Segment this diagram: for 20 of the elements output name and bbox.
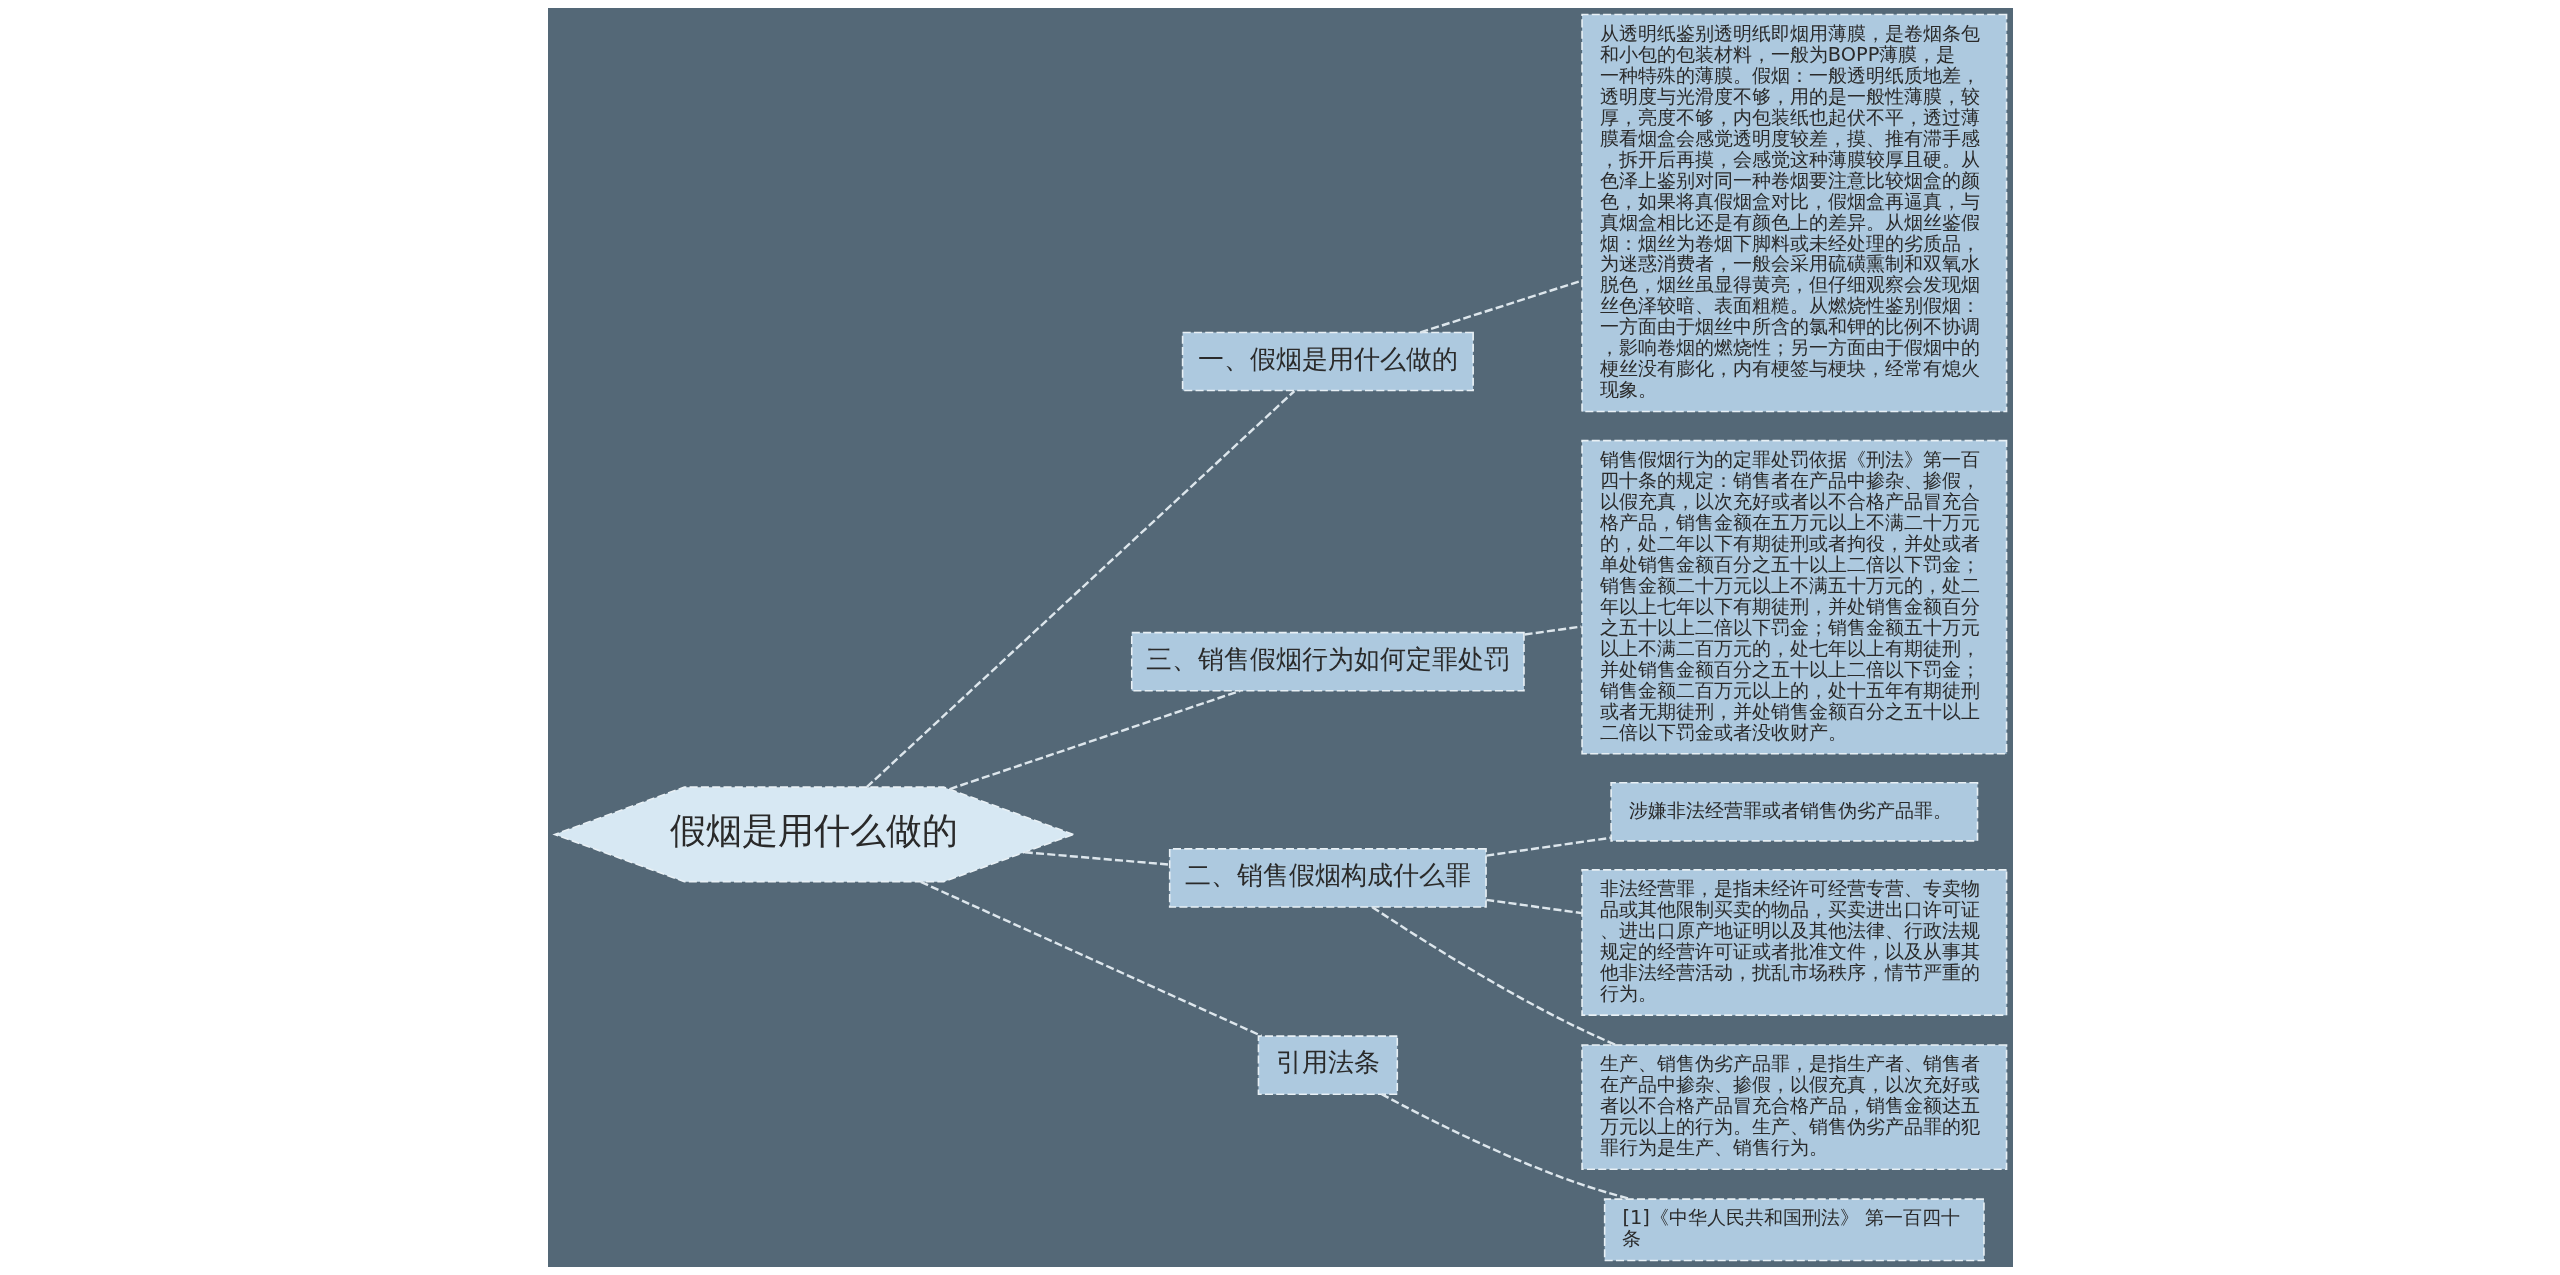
connector <box>1371 906 1616 1047</box>
node-box: 引用法条 <box>1257 1035 1398 1096</box>
node-box: 一、假烟是用什么做的 <box>1181 331 1474 392</box>
node-box: 非法经营罪，是指未经许可经营专营、专卖物品或其他限制买卖的物品，买卖进出口许可证、进出口原产地证明以及其他法律、行政法规规定的经营许可证或者批准文件，以及从事其他非法经营活动，扰乱市场秩序，情节严重的行为。 <box>1580 869 2007 1016</box>
connector <box>919 880 1262 1038</box>
connector <box>1380 1093 1631 1201</box>
node-box: 生产、销售伪劣产品罪，是指生产者、销售者在产品中掺杂、掺假，以假充真，以次充好或者以不合格产品冒充合格产品，销售金额达五万元以上的行为。生产、销售伪劣产品罪的犯罪行为是生产、销售行为。 <box>1580 1044 2007 1171</box>
connector <box>948 689 1241 791</box>
node-box: 从透明纸鉴别透明纸即烟用薄膜，是卷烟条包和小包的包装材料，一般为BOPP薄膜，是一种特殊的薄膜。假烟：一般透明纸质地差，透明度与光滑度不够，用的是一般性薄膜，较厚，亮度不够，内包装纸也起伏不平，透过薄膜看烟盒会感觉透明度较差，摸、推有滞手感，拆开后再摸，会感觉这种薄膜较厚且硬。从色泽上鉴别对同一种卷烟要注意比较烟盒的颜色，如果将真假烟盒对比，假烟盒再逼真，与真烟盒相比还是有颜色上的差异。从烟丝鉴假烟：烟丝为卷烟下脚料或未经处理的劣质品，为迷惑消费者，一般会采用硫磺熏制和双氧水脱色，烟丝虽显得黄亮，但仔细观察会发现烟丝色泽较暗、表面粗糙。从燃烧性鉴别假烟：一方面由于烟丝中所含的氯和钾的比例不协调，影响卷烟的燃烧性；另一方面由于假烟中的梗丝没有膨化，内有梗签与梗块，经常有熄火现象。 <box>1580 13 2007 413</box>
node-box: 二、销售假烟构成什么罪 <box>1168 848 1487 908</box>
connector <box>1024 851 1169 866</box>
connector <box>1485 836 1611 857</box>
connector <box>1485 898 1582 915</box>
node-box: 涉嫌非法经营罪或者销售伪劣产品罪。 <box>1609 781 1978 842</box>
connector <box>1523 625 1582 636</box>
node-box: 销售假烟行为的定罪处罚依据《刑法》第一百四十条的规定：销售者在产品中掺杂、掺假，以假充真，以次充好或者以不合格产品冒充合格产品，销售金额在五万元以上不满二十万元的，处二年以下有期徒刑或者拘役，并处或者单处销售金额百分之五十以上二倍以下罚金；销售金额二十万元以上不满五十万元的，处二年以上七年以下有期徒刑，并处销售金额百分之五十以上二倍以下罚金；销售金额五十万元以上不满二百万元的，处七年以上有期徒刑，并处销售金额百分之五十以上二倍以下罚金；销售金额二百万元以上的，处十五年有期徒刑或者无期徒刑，并处销售金额百分之五十以上二倍以下罚金或者没收财产。 <box>1580 439 2007 755</box>
node-box: 三、销售假烟行为如何定罪处罚 <box>1130 631 1525 692</box>
node-box: [1]《中华人民共和国刑法》 第一百四十条 <box>1603 1198 1985 1262</box>
connector <box>865 390 1295 788</box>
connector <box>1419 279 1582 334</box>
